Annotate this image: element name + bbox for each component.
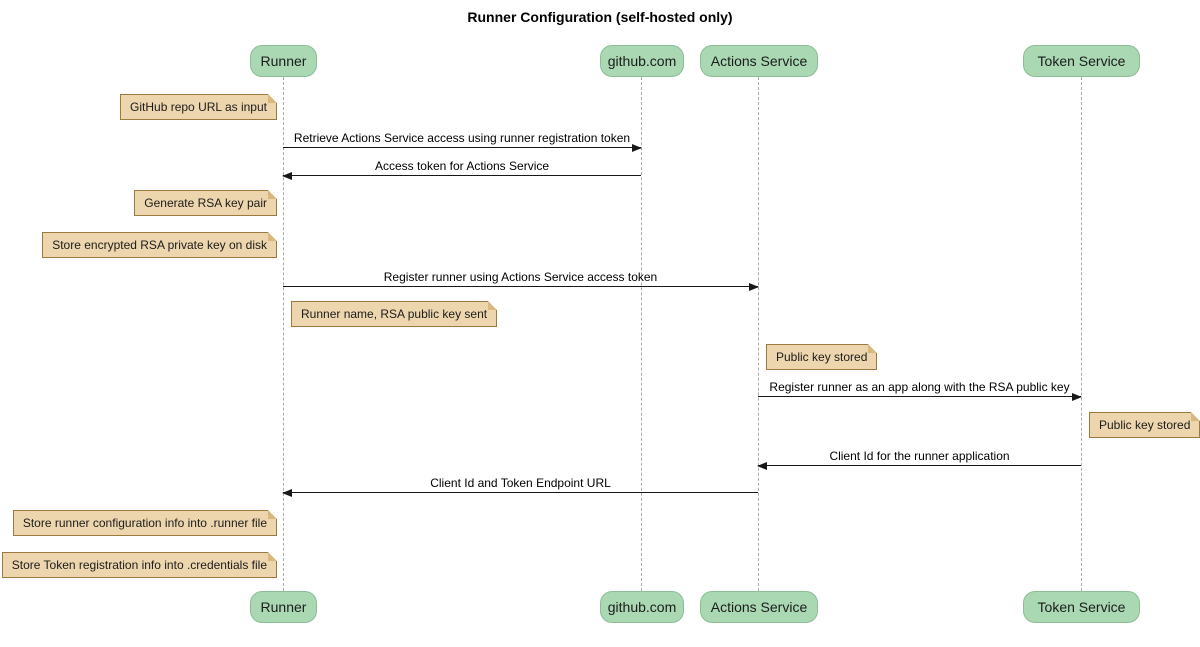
lifeline-actions-service — [758, 77, 759, 591]
message-line — [283, 286, 758, 287]
note-store-runner-file: Store runner configuration info into .ru… — [12, 510, 278, 536]
message-register-runner-as-app: Register runner as an app along with the… — [758, 379, 1082, 401]
message-line — [758, 396, 1081, 397]
message-label: Client Id for the runner application — [829, 449, 1010, 463]
note-text: Generate RSA key pair — [144, 196, 267, 210]
note-public-key-stored-token-service: Public key stored — [1089, 412, 1200, 438]
note-runner-name-public-key-sent: Runner name, RSA public key sent — [291, 301, 498, 327]
message-register-runner: Register runner using Actions Service ac… — [283, 269, 759, 291]
lifeline-runner — [283, 77, 284, 591]
message-label: Client Id and Token Endpoint URL — [430, 476, 611, 490]
arrow-right-icon — [749, 283, 759, 291]
message-line — [758, 465, 1081, 466]
participant-actions-service-top: Actions Service — [700, 45, 818, 77]
message-label: Register runner using Actions Service ac… — [383, 270, 658, 284]
note-text: Public key stored — [776, 350, 868, 364]
note-store-credentials-file: Store Token registration info into .cred… — [1, 552, 278, 578]
arrow-left-icon — [282, 172, 292, 180]
message-retrieve-actions-service-access: Retrieve Actions Service access using ru… — [283, 130, 642, 152]
diagram-title: Runner Configuration (self-hosted only) — [467, 9, 733, 25]
lifeline-token-service — [1081, 77, 1082, 591]
participant-label: Runner — [260, 53, 307, 69]
note-text: Store encrypted RSA private key on disk — [52, 238, 267, 252]
arrow-right-icon — [1072, 393, 1082, 401]
arrow-right-icon — [632, 144, 642, 152]
participant-label: Runner — [260, 599, 307, 615]
message-line — [283, 492, 758, 493]
message-line — [283, 175, 641, 176]
participant-token-service-top: Token Service — [1023, 45, 1140, 77]
message-line — [283, 147, 641, 148]
participant-github-top: github.com — [600, 45, 684, 77]
participant-label: Actions Service — [710, 599, 808, 615]
message-client-id-for-runner-application: Client Id for the runner application — [757, 448, 1081, 470]
message-client-id-and-token-endpoint-url: Client Id and Token Endpoint URL — [282, 475, 758, 497]
note-text: GitHub repo URL as input — [130, 100, 267, 114]
arrow-left-icon — [282, 489, 292, 497]
message-label: Access token for Actions Service — [374, 159, 550, 173]
note-text: Store runner configuration info into .ru… — [22, 516, 267, 530]
participant-label: github.com — [607, 53, 677, 69]
participant-runner-top: Runner — [250, 45, 317, 77]
note-github-repo-url-input: GitHub repo URL as input — [120, 94, 277, 120]
participant-actions-service-bottom: Actions Service — [700, 591, 818, 623]
participant-token-service-bottom: Token Service — [1023, 591, 1140, 623]
participant-label: Token Service — [1037, 599, 1126, 615]
note-generate-rsa-key-pair: Generate RSA key pair — [134, 190, 277, 216]
participant-github-bottom: github.com — [600, 591, 684, 623]
message-access-token-for-actions-service: Access token for Actions Service — [282, 158, 641, 180]
arrow-left-icon — [757, 462, 767, 470]
note-text: Public key stored — [1099, 418, 1191, 432]
note-text: Runner name, RSA public key sent — [301, 307, 488, 321]
lifeline-github — [641, 77, 642, 591]
participant-runner-bottom: Runner — [250, 591, 317, 623]
note-public-key-stored-actions-service: Public key stored — [766, 344, 878, 370]
participant-label: Token Service — [1037, 53, 1126, 69]
participant-label: github.com — [607, 599, 677, 615]
note-store-encrypted-rsa-key: Store encrypted RSA private key on disk — [42, 232, 277, 258]
note-text: Store Token registration info into .cred… — [11, 558, 267, 572]
message-label: Register runner as an app along with the… — [769, 380, 1070, 394]
participant-label: Actions Service — [710, 53, 808, 69]
message-label: Retrieve Actions Service access using ru… — [293, 131, 631, 145]
